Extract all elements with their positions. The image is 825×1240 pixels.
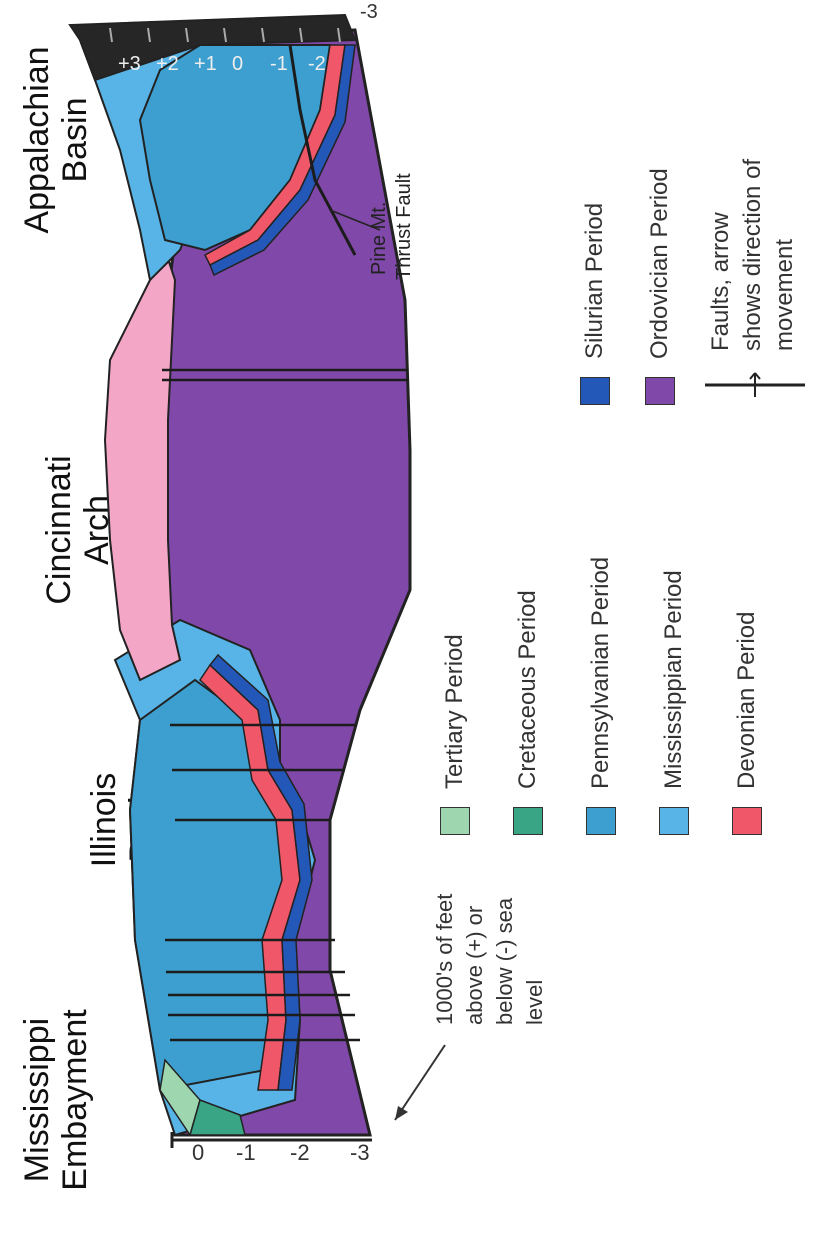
- sea-level-note-line: below (-) sea: [490, 894, 520, 1025]
- sea-level-note-line: level: [520, 894, 550, 1025]
- left-scale-label: -1: [236, 1140, 256, 1165]
- legend-item-devonian: Devonian Period: [732, 612, 762, 835]
- legend-item-silurian: Silurian Period: [580, 203, 610, 405]
- legend-label: Tertiary Period: [441, 634, 469, 789]
- right-scale-label: +2: [156, 53, 179, 75]
- left-scale-label: 0: [192, 1140, 204, 1165]
- fault-legend-line-text: movement: [769, 159, 801, 351]
- legend-swatch-cretaceous: [513, 807, 543, 835]
- fault-annotation-line: Thrust Fault: [393, 173, 415, 280]
- fault-legend-icon: [705, 365, 805, 405]
- legend-swatch-pennsylvanian: [586, 807, 616, 835]
- legend-label: Ordovician Period: [646, 168, 674, 359]
- legend-label: Pennsylvanian Period: [587, 557, 615, 789]
- legend-swatch-tertiary: [440, 807, 470, 835]
- legend-item-faults: Faults, arrow shows direction of movemen…: [705, 159, 805, 405]
- legend-label: Silurian Period: [581, 203, 609, 359]
- legend-item-pennsylvanian: Pennsylvanian Period: [586, 557, 616, 835]
- legend-item-mississippian: Mississippian Period: [659, 570, 689, 835]
- legend-label: Cretaceous Period: [514, 590, 542, 789]
- legend-label: Devonian Period: [733, 612, 761, 789]
- legend-label: Mississippian Period: [660, 570, 688, 789]
- sea-level-note-line: above (+) or: [460, 894, 490, 1025]
- fault-legend-text: Faults, arrow shows direction of movemen…: [705, 159, 801, 351]
- right-scale-label: +1: [194, 53, 217, 75]
- sea-level-note: 1000's of feet above (+) or below (-) se…: [430, 894, 550, 1025]
- legend-swatch-silurian: [580, 377, 610, 405]
- left-scale-label: -3: [350, 1140, 370, 1165]
- fault-annotation-line: Pine Mt.: [368, 202, 390, 275]
- right-scale-label: -1: [270, 53, 288, 75]
- right-scale-label: -3: [360, 1, 378, 23]
- right-scale-label: +3: [118, 53, 141, 75]
- right-scale-label: -2: [308, 53, 326, 75]
- fault-legend-line-text: shows direction of: [737, 159, 769, 351]
- legend-item-ordovician: Ordovician Period: [645, 168, 675, 405]
- cincinnati-arch-surface: [105, 250, 180, 680]
- sea-level-note-line: 1000's of feet: [430, 894, 460, 1025]
- legend-item-tertiary: Tertiary Period: [440, 634, 470, 835]
- legend-item-cretaceous: Cretaceous Period: [513, 590, 543, 835]
- legend-swatch-ordovician: [645, 377, 675, 405]
- legend-swatch-devonian: [732, 807, 762, 835]
- scale-pointer-arrowhead: [395, 1106, 408, 1120]
- fault-legend-line-text: Faults, arrow: [705, 159, 737, 351]
- right-scale-label: 0: [232, 53, 243, 75]
- left-scale-label: -2: [290, 1140, 310, 1165]
- legend-swatch-mississippian: [659, 807, 689, 835]
